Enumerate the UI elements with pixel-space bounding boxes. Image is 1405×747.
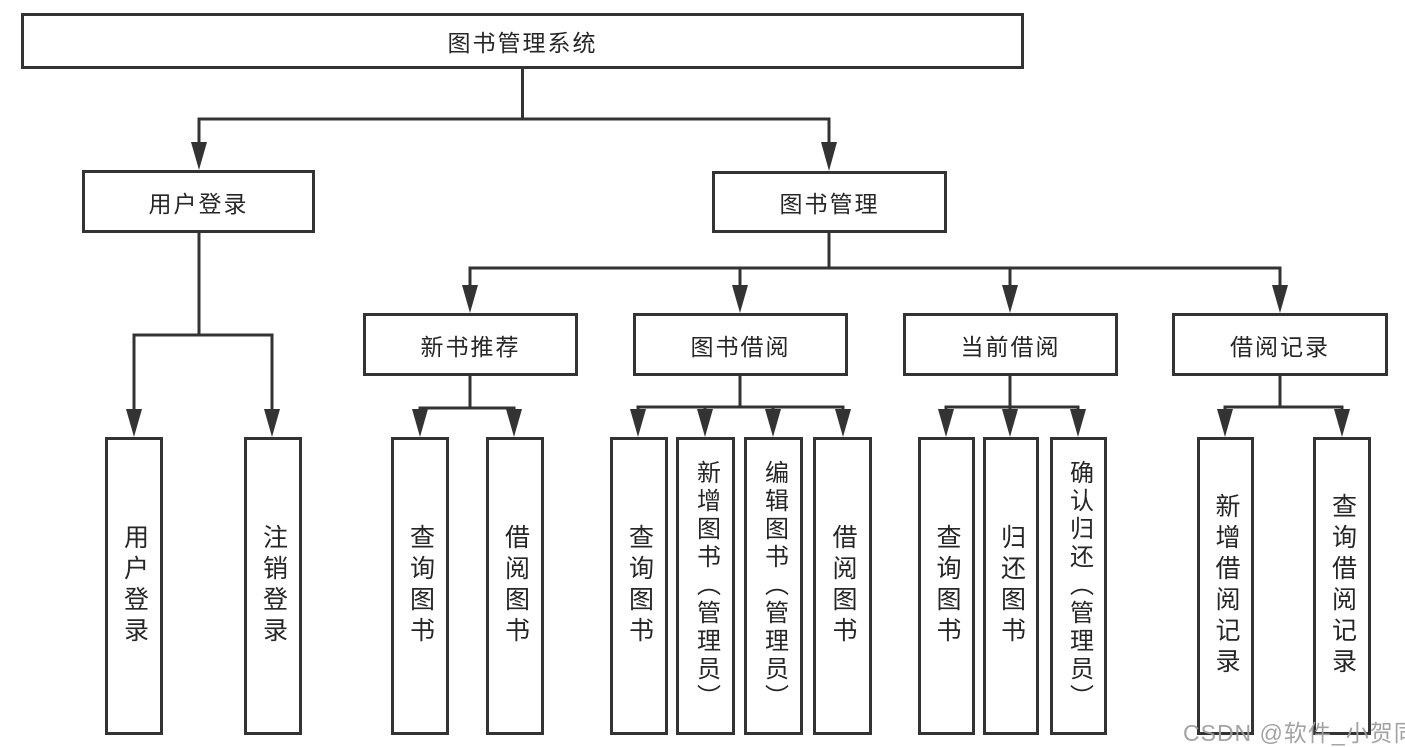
node-leaf-br-query-record: 查询借阅记录 bbox=[1313, 437, 1371, 735]
node-leaf-br-add-record-label: 新增借阅记录 bbox=[1212, 493, 1240, 679]
node-root: 图书管理系统 bbox=[21, 13, 1024, 69]
node-borrowing-records: 借阅记录 bbox=[1172, 313, 1388, 376]
node-leaf-cb-confirm-return-label: 确认归还（管理员） bbox=[1065, 460, 1093, 712]
node-current-borrowing: 当前借阅 bbox=[903, 313, 1118, 376]
node-leaf-br-add-record: 新增借阅记录 bbox=[1197, 437, 1254, 735]
arrowheads bbox=[126, 142, 1350, 437]
node-book-management: 图书管理 bbox=[712, 171, 947, 233]
node-leaf-rec-query-books-label: 查询图书 bbox=[406, 524, 435, 648]
node-book-borrowing-label: 图书借阅 bbox=[690, 333, 791, 360]
node-leaf-bb-query-books: 查询图书 bbox=[610, 437, 668, 735]
node-user-login-label: 用户登录 bbox=[148, 190, 249, 217]
node-leaf-cb-query-books: 查询图书 bbox=[918, 437, 975, 735]
node-leaf-logout-label: 注销登录 bbox=[259, 524, 288, 648]
node-leaf-user-login-label: 用户登录 bbox=[120, 524, 149, 648]
node-leaf-bb-edit-books: 编辑图书（管理员） bbox=[744, 437, 803, 735]
node-leaf-bb-query-books-label: 查询图书 bbox=[625, 524, 654, 648]
node-leaf-bb-add-books-label: 新增图书（管理员） bbox=[692, 460, 720, 712]
node-book-management-label: 图书管理 bbox=[779, 191, 880, 217]
node-leaf-br-query-record-label: 查询借阅记录 bbox=[1328, 493, 1357, 679]
node-leaf-bb-add-books: 新增图书（管理员） bbox=[676, 437, 735, 735]
node-book-borrowing: 图书借阅 bbox=[633, 313, 848, 376]
node-leaf-bb-edit-books-label: 编辑图书（管理员） bbox=[760, 460, 788, 712]
node-leaf-user-login: 用户登录 bbox=[105, 437, 163, 735]
node-leaf-cb-return-books-label: 归还图书 bbox=[997, 524, 1026, 648]
node-leaf-rec-borrow-books-label: 借阅图书 bbox=[501, 524, 530, 648]
csdn-watermark: CSDN @软件_小贺同学 bbox=[1183, 720, 1405, 746]
node-leaf-bb-borrow-books: 借阅图书 bbox=[813, 437, 872, 735]
node-borrowing-records-label: 借阅记录 bbox=[1230, 333, 1330, 360]
node-new-book-recommend: 新书推荐 bbox=[363, 313, 578, 376]
node-root-label: 图书管理系统 bbox=[447, 30, 598, 56]
node-current-borrowing-label: 当前借阅 bbox=[960, 333, 1061, 360]
node-leaf-logout: 注销登录 bbox=[244, 437, 302, 735]
node-leaf-cb-return-books: 归还图书 bbox=[983, 437, 1039, 735]
node-user-login: 用户登录 bbox=[82, 170, 315, 233]
node-leaf-cb-confirm-return: 确认归还（管理员） bbox=[1050, 437, 1107, 735]
node-leaf-bb-borrow-books-label: 借阅图书 bbox=[829, 524, 857, 648]
node-leaf-cb-query-books-label: 查询图书 bbox=[933, 524, 961, 648]
node-new-book-recommend-label: 新书推荐 bbox=[420, 333, 521, 360]
node-leaf-rec-borrow-books: 借阅图书 bbox=[486, 437, 544, 735]
node-leaf-rec-query-books: 查询图书 bbox=[391, 437, 449, 735]
